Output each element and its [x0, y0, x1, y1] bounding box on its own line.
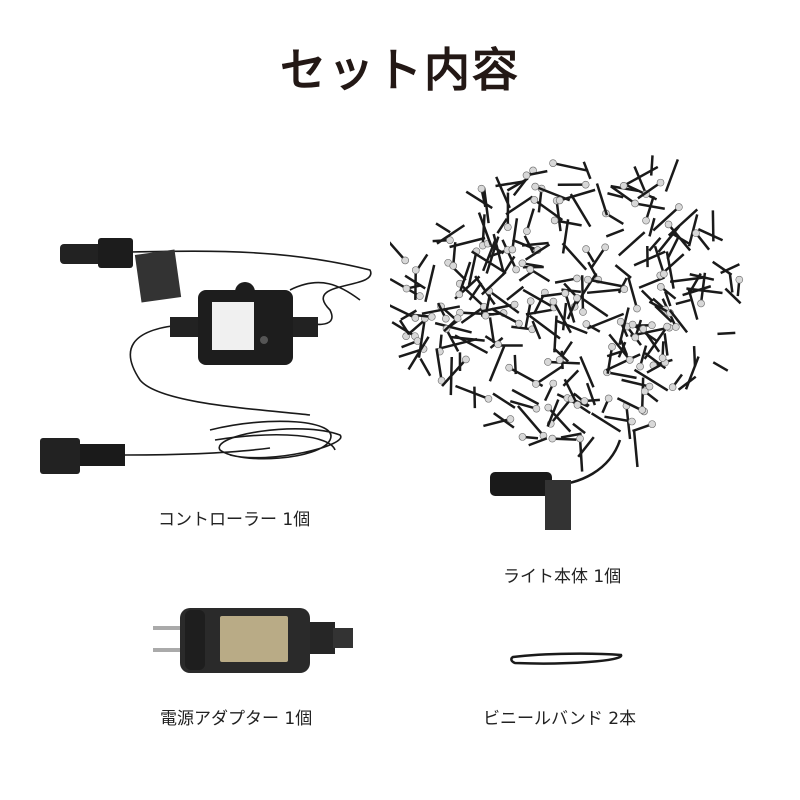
adapter-image	[153, 608, 353, 673]
vinyl-band-image	[510, 652, 623, 665]
light-string-image	[390, 155, 744, 530]
light-caption: ライト本体 1個	[503, 567, 622, 587]
page-title: セット内容	[280, 43, 520, 97]
controller-caption: コントローラー 1個	[158, 510, 311, 530]
adapter-caption: 電源アダプター 1個	[160, 709, 313, 729]
controller-image	[40, 238, 372, 474]
vinyl-band-caption: ビニールバンド 2本	[483, 709, 637, 729]
